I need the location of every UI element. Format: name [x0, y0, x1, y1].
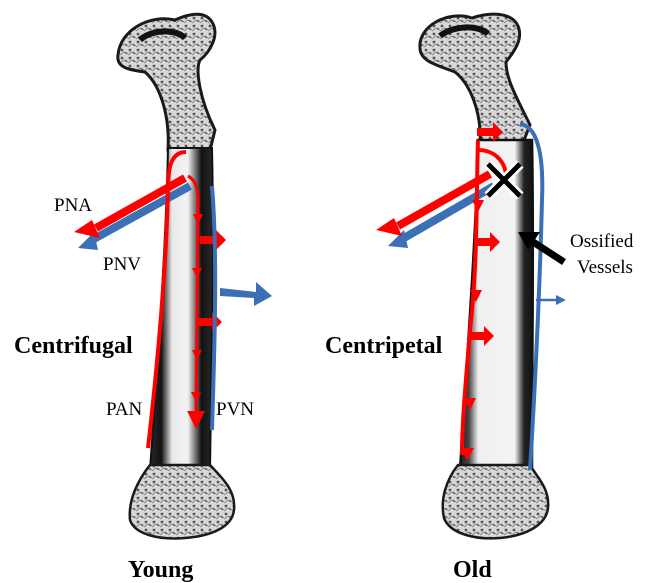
label-pvn: PVN	[216, 400, 254, 419]
label-centripetal: Centripetal	[325, 334, 442, 358]
label-ossified: Ossified	[570, 232, 633, 251]
label-vessels: Vessels	[577, 258, 633, 277]
young-pna-arrowhead	[74, 220, 100, 238]
caption-old: Old	[453, 558, 492, 582]
old-femur-head	[420, 14, 530, 145]
young-venous-outflow-arrow	[220, 282, 272, 306]
label-pna: PNA	[54, 196, 92, 215]
old-femur-distal	[443, 465, 548, 538]
label-centrifugal: Centrifugal	[14, 334, 133, 358]
old-pna-arrowhead	[376, 218, 402, 236]
young-femur-head	[118, 14, 215, 150]
label-pan: PAN	[106, 400, 142, 419]
label-pnv: PNV	[103, 255, 141, 274]
young-femur-distal	[130, 465, 234, 538]
caption-young: Young	[128, 558, 193, 582]
